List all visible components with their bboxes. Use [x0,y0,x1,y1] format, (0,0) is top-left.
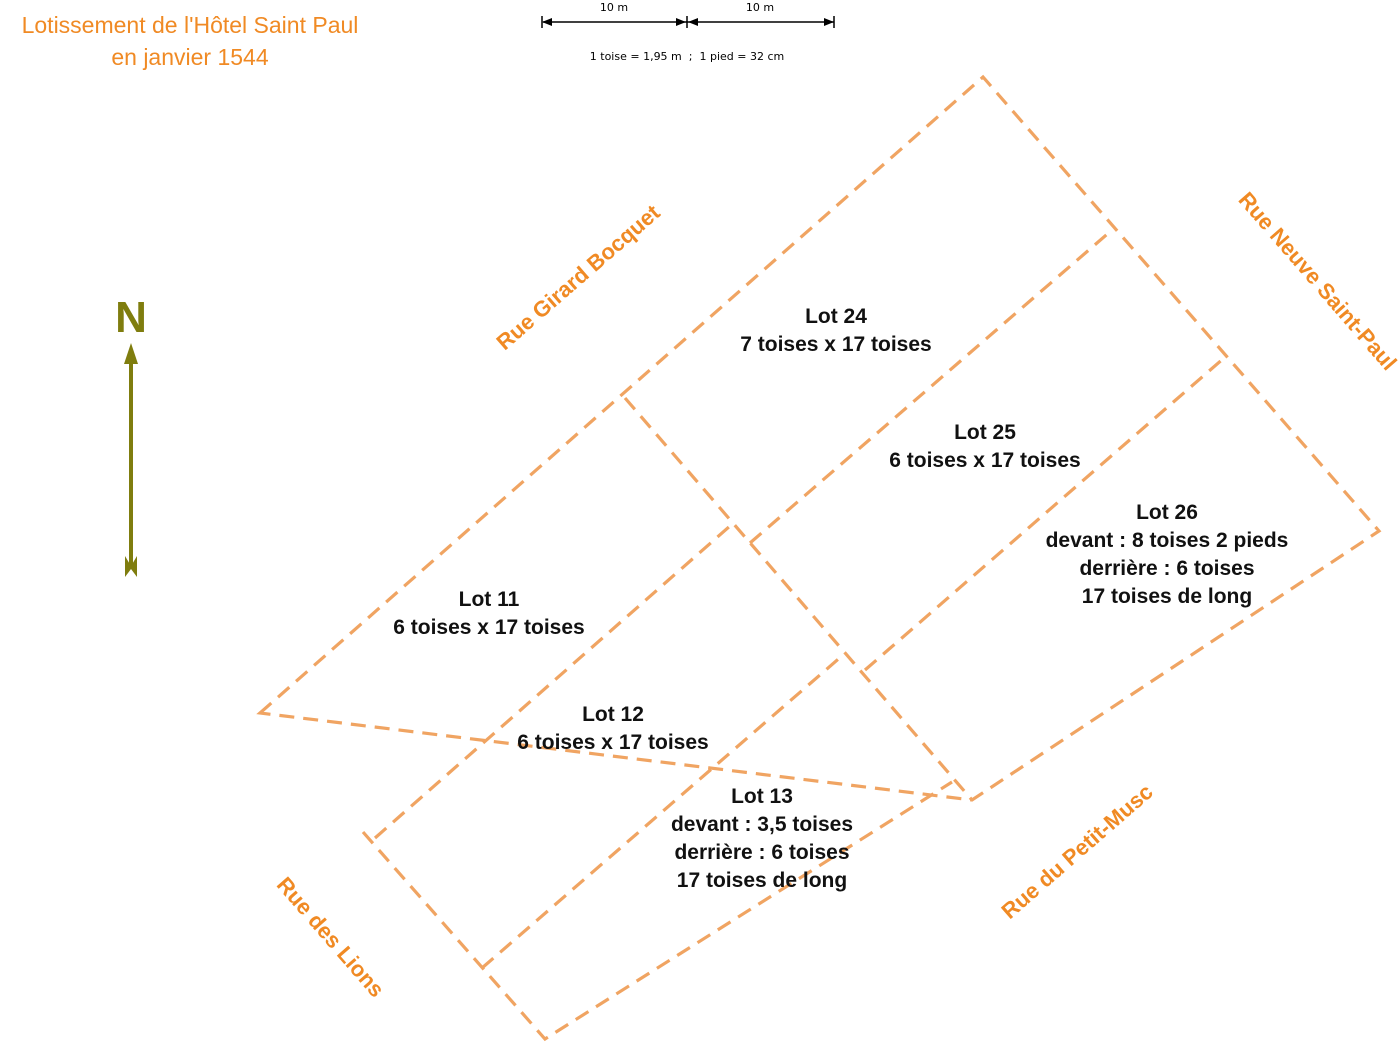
boundary-lot12-lot13 [480,653,845,970]
scale-bar: 10 m 10 m 1 toise = 1,95 m ; 1 pied = 32… [541,1,835,63]
scale-arrowhead-mid-left [676,18,686,26]
lot26-front: devant : 8 toises 2 pieds [1046,529,1289,552]
boundary-lot24-lot25 [748,228,1114,545]
lot13-front: devant : 3,5 toises [671,813,853,836]
scale-arrowhead-left [542,18,552,26]
lot-label-24: Lot 24 7 toises x 17 toises [740,305,931,356]
scale-segment1-label: 10 m [600,1,628,14]
lot-label-13: Lot 13 devant : 3,5 toises derrière : 6 … [671,785,853,892]
lot-label-11: Lot 11 6 toises x 17 toises [393,588,584,639]
lot-label-12: Lot 12 6 toises x 17 toises [517,703,708,754]
map-title-line2: en janvier 1544 [111,44,268,70]
lot26-name: Lot 26 [1136,501,1198,524]
lot-label-26: Lot 26 devant : 8 toises 2 pieds derrièr… [1046,501,1289,608]
lot11-dimensions: 6 toises x 17 toises [393,616,584,639]
lot24-name: Lot 24 [805,305,867,328]
scale-conversion-note: 1 toise = 1,95 m ; 1 pied = 32 cm [590,50,784,63]
street-label-petit-musc: Rue du Petit-Musc [996,779,1157,924]
lot13-length: 17 toises de long [677,869,847,892]
street-label-des-lions: Rue des Lions [272,872,390,1002]
lot26-length: 17 toises de long [1082,585,1252,608]
lot26-rear: derrière : 6 toises [1079,557,1254,580]
lot25-name: Lot 25 [954,421,1016,444]
parcel-lower-edge [361,780,953,1042]
north-arrow-icon [124,343,138,577]
lot13-rear: derrière : 6 toises [674,841,849,864]
parcel-outer-block-upper [256,74,1382,802]
lot12-name: Lot 12 [582,703,644,726]
north-label: N [115,293,147,342]
north-arrow: N [115,293,147,577]
boundary-lot11-lot12 [373,524,732,840]
lot24-dimensions: 7 toises x 17 toises [740,333,931,356]
lot11-name: Lot 11 [459,588,520,611]
parcel-boundaries [256,74,1382,1042]
lot-label-25: Lot 25 6 toises x 17 toises [889,421,1080,472]
scale-arrowhead-right [824,18,834,26]
street-label-neuve-saint-paul: Rue Neuve Saint-Paul [1234,187,1399,375]
lot25-dimensions: 6 toises x 17 toises [889,449,1080,472]
lot13-name: Lot 13 [731,785,793,808]
boundary-lot25-lot26 [863,356,1226,672]
scale-segment2-label: 10 m [746,1,774,14]
scale-arrowhead-mid-right [688,18,698,26]
street-label-girard-bocquet: Rue Girard Bocquet [491,199,665,355]
lot12-dimensions: 6 toises x 17 toises [517,731,708,754]
boundary-lot24-lot11-rear [623,396,974,802]
map-title-line1: Lotissement de l'Hôtel Saint Paul [22,12,359,38]
map-title: Lotissement de l'Hôtel Saint Paul en jan… [22,12,359,70]
